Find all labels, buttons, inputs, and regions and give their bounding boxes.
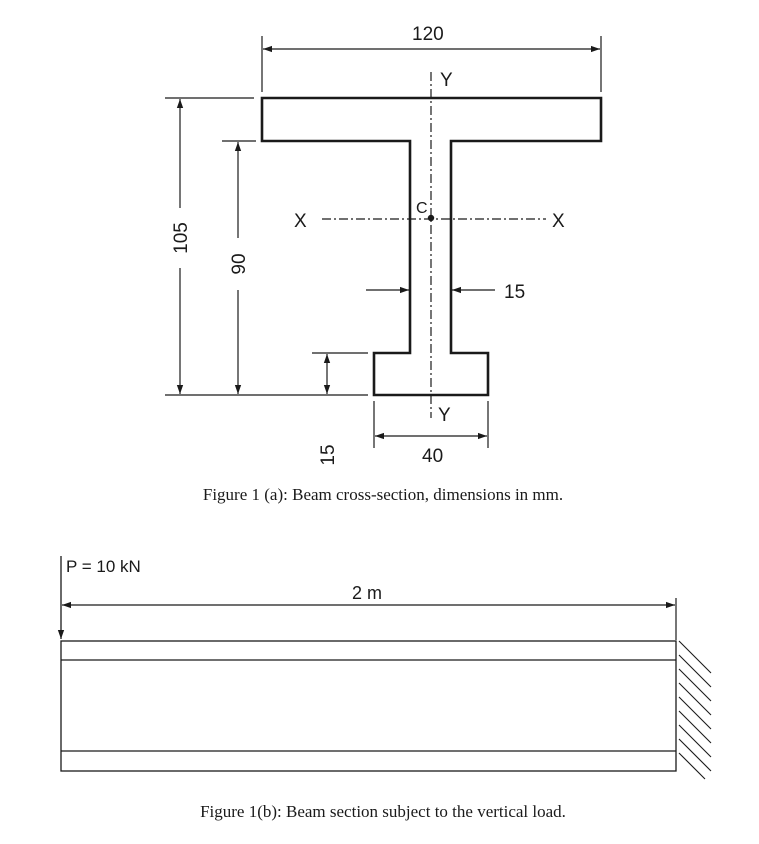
centroid-point bbox=[427, 214, 435, 222]
cantilever-figure: P = 10 kN 2 m Figure 1(b): Beam section … bbox=[57, 556, 712, 821]
axis-x-right-label: X bbox=[552, 211, 565, 232]
fixed-support-hatch bbox=[678, 640, 712, 780]
cross-section-figure: Y Y X X C 120 105 90 15 15 40 Figu bbox=[165, 24, 603, 504]
axis-x-left-label: X bbox=[294, 211, 307, 232]
centroid-label: C bbox=[416, 200, 428, 217]
t-section-outline bbox=[260, 96, 603, 397]
load-label: P = 10 kN bbox=[66, 557, 141, 576]
figure-b-caption: Figure 1(b): Beam section subject to the… bbox=[200, 802, 566, 821]
dim-90-label: 90 bbox=[229, 253, 250, 274]
axis-y-bottom-label: Y bbox=[438, 405, 451, 426]
dim-40-label: 40 bbox=[422, 446, 443, 467]
figure-a-caption: Figure 1 (a): Beam cross-section, dimens… bbox=[203, 485, 563, 504]
dim-web-thickness-label: 15 bbox=[504, 282, 525, 303]
dim-bf-thickness-label: 15 bbox=[318, 444, 339, 465]
axis-y-top-label: Y bbox=[440, 70, 453, 91]
beam-elevation bbox=[60, 640, 677, 772]
dim-120-label: 120 bbox=[412, 24, 444, 45]
span-label: 2 m bbox=[352, 583, 382, 603]
dim-105-label: 105 bbox=[171, 222, 192, 254]
